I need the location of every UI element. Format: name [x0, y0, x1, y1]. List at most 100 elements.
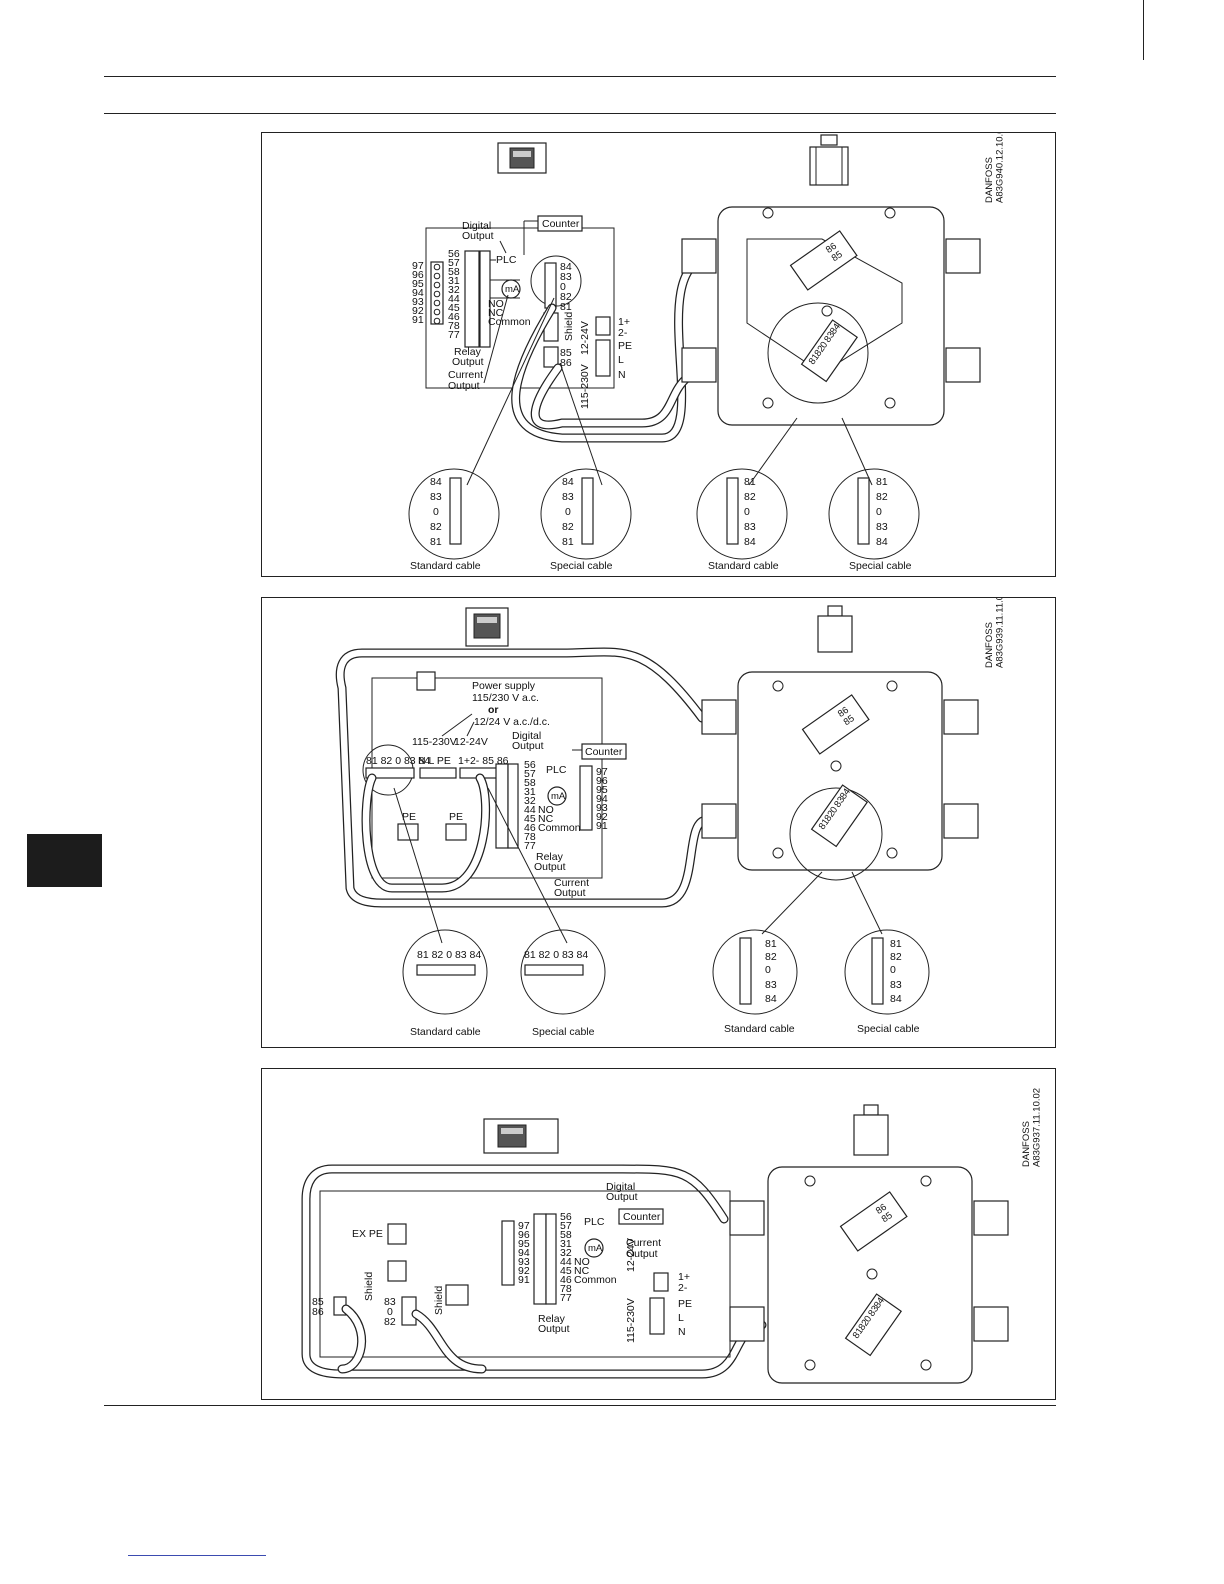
svg-text:PLC: PLC — [546, 764, 567, 776]
svg-text:0: 0 — [565, 506, 571, 518]
svg-text:Current: Current — [448, 369, 483, 381]
counter-box: Counter — [572, 743, 627, 760]
converter-icon — [465, 607, 509, 647]
label-12-24v: 12-24V — [454, 736, 488, 748]
page-trim-mark — [1143, 0, 1144, 60]
svg-text:58: 58 — [560, 1229, 572, 1241]
svg-text:78: 78 — [448, 320, 460, 332]
relay-output-label: Relay Output — [534, 851, 566, 873]
svg-text:96: 96 — [412, 269, 424, 281]
svg-text:82: 82 — [562, 521, 574, 533]
svg-text:77: 77 — [524, 840, 536, 852]
svg-text:84: 84 — [744, 536, 756, 548]
wiring-diagram-3: DANFOSSA83G937.11.10.02 EX PE Shield 85 … — [301, 1088, 1042, 1384]
detail-4-special-cable: 81 82 0 83 84 Special cable — [844, 929, 930, 1035]
terminal-block-main: 56 57 58 31 32 44 45 46 78 77 PLC NO NC … — [533, 1211, 617, 1305]
svg-text:Output: Output — [606, 1191, 638, 1203]
svg-text:97: 97 — [518, 1220, 530, 1232]
svg-text:82: 82 — [430, 521, 442, 533]
svg-text:Relay: Relay — [538, 1313, 566, 1325]
shield-label-1: Shield — [363, 1272, 375, 1301]
svg-text:45: 45 — [448, 302, 460, 314]
svg-text:86: 86 — [560, 357, 572, 369]
footer-link-underline — [128, 1555, 266, 1556]
svg-text:85: 85 — [880, 1210, 895, 1225]
converter-icon — [497, 142, 547, 174]
svg-text:PE: PE — [449, 811, 463, 823]
svg-text:82: 82 — [744, 491, 756, 503]
svg-text:58: 58 — [448, 266, 460, 278]
svg-text:44: 44 — [560, 1256, 572, 1268]
svg-text:NC: NC — [488, 307, 504, 319]
svg-text:1+: 1+ — [618, 316, 630, 328]
svg-text:83: 83 — [822, 330, 837, 345]
svg-text:NO: NO — [488, 298, 504, 310]
junction-box: 86 85 81 82 0 83 84 — [729, 1166, 1009, 1384]
svg-text:31: 31 — [560, 1238, 572, 1250]
svg-text:82: 82 — [812, 344, 827, 359]
coil-terminal-group: 81 82 0 83 84 N L PE 1+2- 85 86 — [362, 744, 509, 796]
svg-text:84: 84 — [430, 476, 442, 488]
detail-4-special-cable: 81 82 0 83 84 Special cable — [828, 468, 920, 572]
svg-text:Counter: Counter — [585, 746, 623, 758]
svg-text:45: 45 — [560, 1265, 572, 1277]
detail-1-standard-cable: 81 82 0 83 84 Standard cable — [402, 929, 488, 1038]
svg-text:81 82 0 83 84: 81 82 0 83 84 — [524, 949, 588, 961]
svg-text:Common: Common — [574, 1274, 617, 1286]
digital-output-label: Digital Output — [462, 220, 507, 254]
ex-pe-label: EX PE — [352, 1228, 383, 1240]
cable-gland-top-left — [681, 238, 717, 274]
svg-text:32: 32 — [448, 284, 460, 296]
svg-text:83: 83 — [765, 979, 777, 991]
svg-text:95: 95 — [412, 278, 424, 290]
flowmeter-icon — [809, 134, 849, 186]
svg-text:Common: Common — [538, 822, 581, 834]
detail-1-standard-cable: 84 83 0 82 81 Standard cable — [408, 468, 500, 572]
svg-text:46: 46 — [560, 1274, 572, 1286]
svg-text:81: 81 — [744, 476, 756, 488]
svg-text:81: 81 — [890, 938, 902, 950]
svg-text:81: 81 — [817, 817, 832, 832]
svg-text:92: 92 — [596, 811, 608, 823]
svg-text:0: 0 — [560, 281, 566, 293]
svg-text:mA: mA — [505, 284, 520, 295]
svg-text:85: 85 — [560, 347, 572, 359]
svg-text:Standard cable: Standard cable — [708, 560, 779, 572]
svg-text:77: 77 — [448, 329, 460, 341]
svg-text:115-230V: 115-230V — [625, 1298, 637, 1343]
svg-text:91: 91 — [412, 314, 424, 326]
svg-text:31: 31 — [448, 275, 460, 287]
svg-text:46: 46 — [448, 311, 460, 323]
svg-text:93: 93 — [412, 296, 424, 308]
svg-text:Relay: Relay — [454, 346, 482, 358]
svg-text:NC: NC — [538, 813, 554, 825]
svg-text:115-230V: 115-230V — [579, 364, 591, 409]
svg-text:Special cable: Special cable — [550, 560, 613, 572]
svg-text:Special cable: Special cable — [849, 560, 912, 572]
svg-text:84: 84 — [562, 476, 574, 488]
svg-text:Output: Output — [512, 740, 544, 752]
svg-text:NO: NO — [574, 1256, 590, 1268]
svg-text:84: 84 — [560, 261, 572, 273]
svg-text:81: 81 — [430, 536, 442, 548]
svg-text:84: 84 — [872, 1296, 887, 1311]
detail-3-standard-cable: 81 82 0 83 84 Standard cable — [712, 929, 798, 1035]
svg-text:81: 81 — [560, 301, 572, 313]
svg-text:97: 97 — [412, 260, 424, 272]
current-output-label: Current Output — [626, 1237, 661, 1260]
cable-gland-top-right — [945, 238, 981, 274]
svg-text:93: 93 — [596, 802, 608, 814]
svg-text:82: 82 — [765, 951, 777, 963]
svg-text:81 82 0 83 84: 81 82 0 83 84 — [417, 949, 481, 961]
power-terminals: 12-24V 115-230V 1+ 2- PE L N — [579, 316, 632, 409]
svg-text:94: 94 — [518, 1247, 530, 1259]
svg-text:95: 95 — [596, 784, 608, 796]
svg-text:86: 86 — [874, 1202, 889, 1217]
svg-text:57: 57 — [560, 1220, 572, 1232]
svg-text:86: 86 — [836, 705, 851, 720]
svg-text:78: 78 — [524, 831, 536, 843]
label-115-230v: 115-230V — [412, 736, 457, 748]
svg-text:Counter: Counter — [542, 218, 580, 230]
svg-text:Standard cable: Standard cable — [724, 1023, 795, 1035]
svg-text:Standard cable: Standard cable — [410, 1026, 481, 1038]
